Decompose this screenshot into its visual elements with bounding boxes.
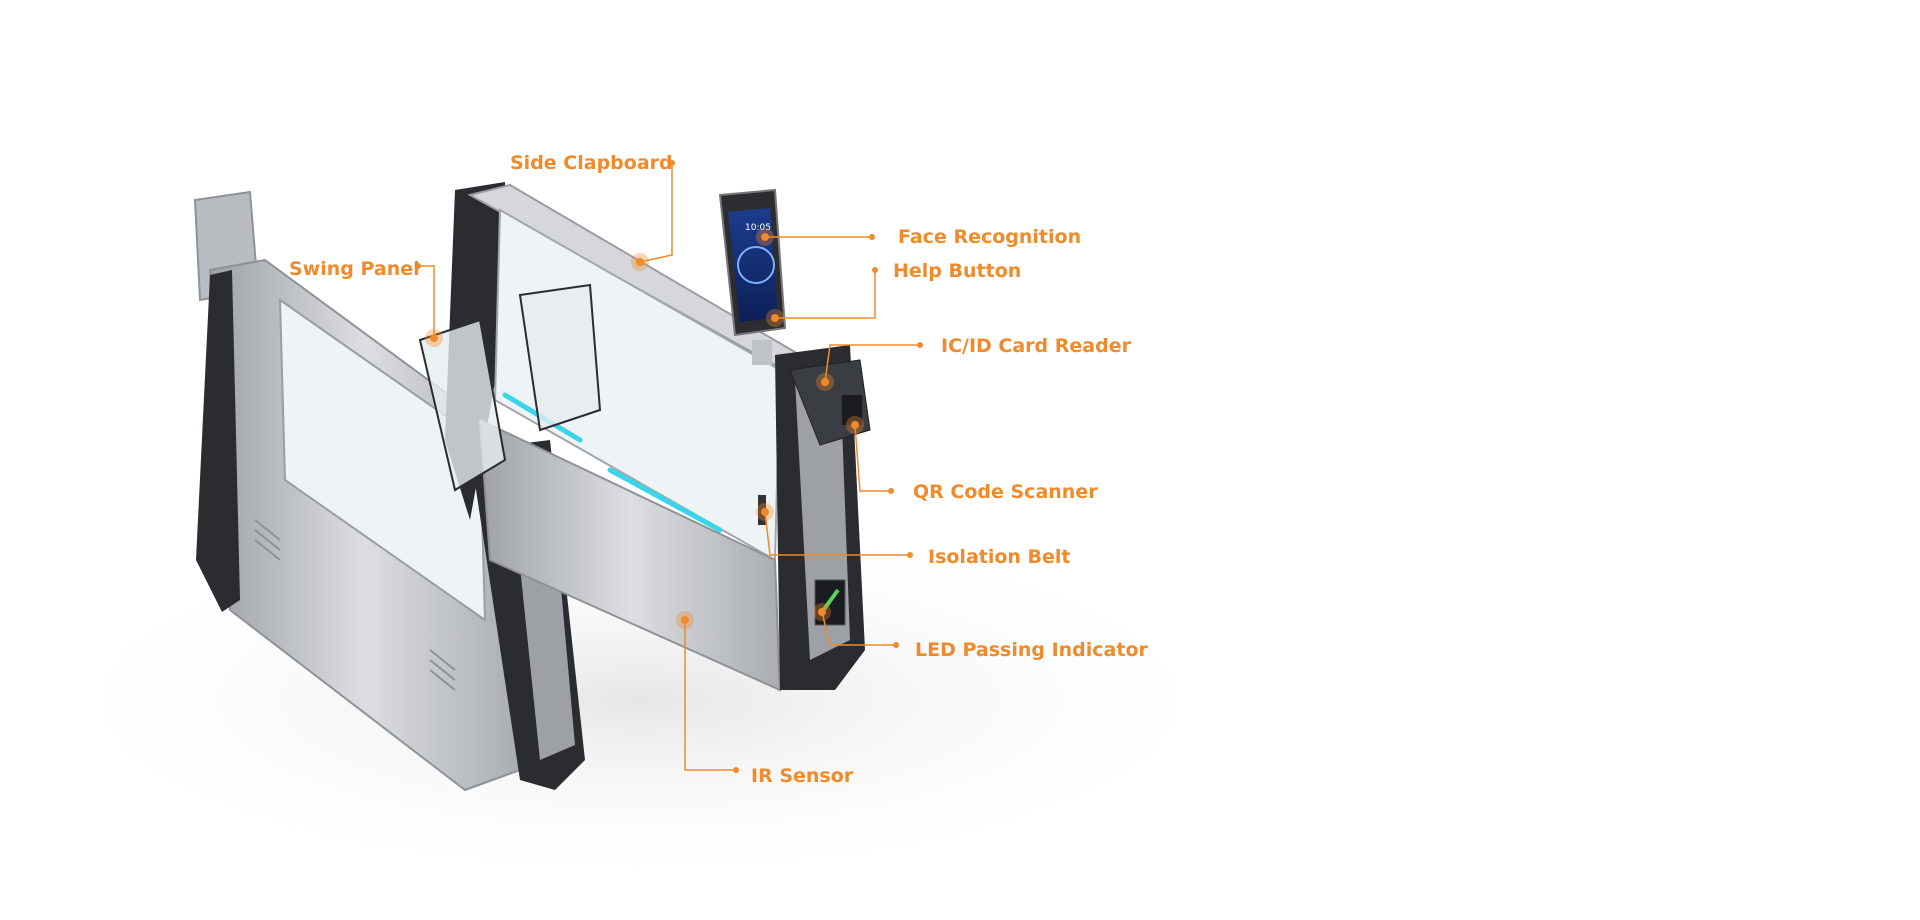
- label-help-button: Help Button: [893, 260, 1022, 282]
- label-side-clapboard: Side Clapboard: [510, 152, 673, 174]
- label-swing-panel: Swing Panel: [289, 258, 420, 280]
- label-qr-code-scanner: QR Code Scanner: [913, 481, 1098, 503]
- callout-hotspots: [425, 228, 864, 629]
- callout-leaders: [418, 163, 920, 771]
- right-cabinet: [445, 182, 871, 692]
- label-isolation-belt: Isolation Belt: [928, 546, 1071, 568]
- screen-time: 10:05: [745, 223, 771, 233]
- label-face-recognition: Face Recognition: [898, 226, 1082, 248]
- label-ic-id-card-reader: IC/ID Card Reader: [941, 335, 1131, 357]
- callout-dots: [415, 160, 923, 773]
- label-led-passing-indicator: LED Passing Indicator: [915, 639, 1148, 661]
- swing-panels: [418, 283, 602, 492]
- label-ir-sensor: IR Sensor: [751, 765, 854, 787]
